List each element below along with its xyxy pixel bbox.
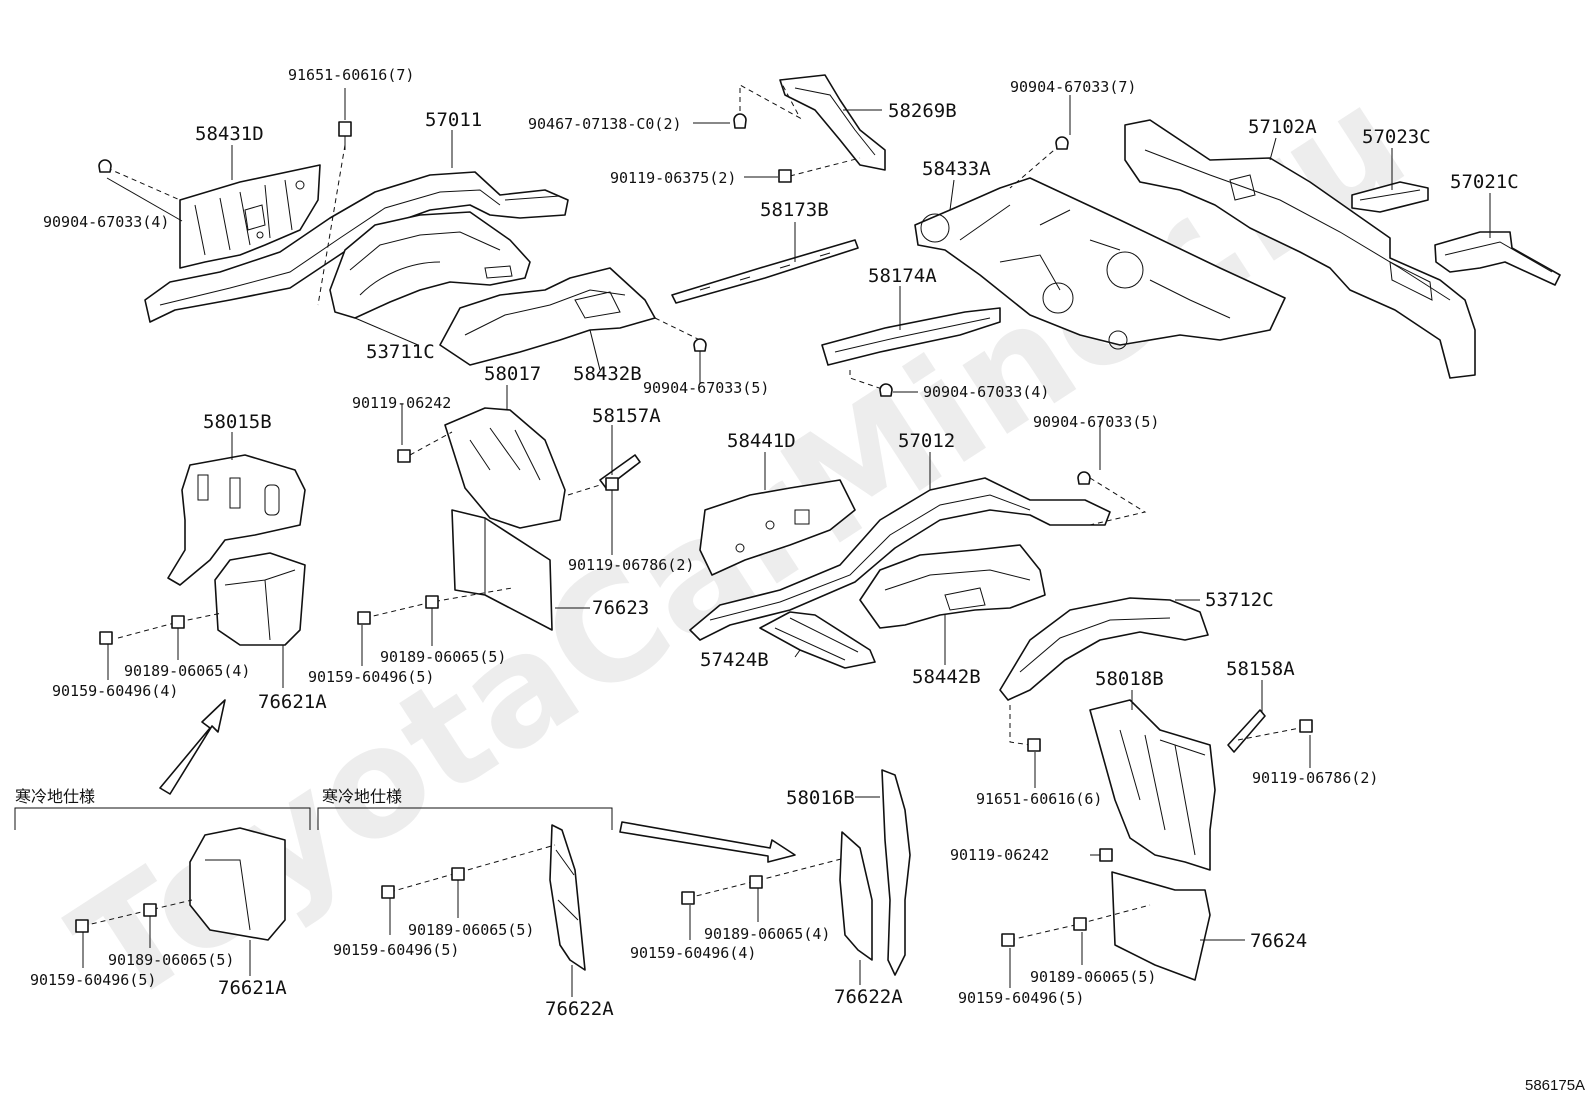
arrow-icon	[159, 699, 796, 863]
part-label-76622A-right: 76622A	[834, 986, 903, 1008]
part-label-57424B: 57424B	[700, 649, 769, 671]
part-label-58442B: 58442B	[912, 666, 981, 688]
part-label-90159-60496-5b: 90159-60496(5)	[333, 941, 459, 959]
part-58173B-drawing	[671, 239, 859, 304]
part-53711C-drawing	[329, 211, 531, 319]
part-label-90159-60496-4a: 90159-60496(4)	[52, 682, 178, 700]
part-label-90159-60496-5d: 90159-60496(5)	[958, 989, 1084, 1007]
part-label-90119-06786-2a: 90119-06786(2)	[568, 556, 694, 574]
part-53712C-drawing	[999, 597, 1209, 701]
part-label-76623: 76623	[592, 597, 649, 619]
part-label-90904-67033-5a: 90904-67033(5)	[643, 379, 769, 397]
part-76622A-left-drawing	[549, 824, 586, 971]
clip-icon	[98, 113, 1091, 485]
part-label-90467: 90467-07138-C0(2)	[528, 115, 682, 133]
part-label-58174A: 58174A	[868, 265, 937, 287]
part-label-90189-06065-5a: 90189-06065(5)	[380, 648, 506, 666]
part-label-58015B: 58015B	[203, 411, 272, 433]
part-label-57011: 57011	[425, 109, 482, 131]
part-label-90159-60496-5c: 90159-60496(5)	[30, 971, 156, 989]
part-label-90189-06065-5b: 90189-06065(5)	[408, 921, 534, 939]
part-label-90159-60496-5a: 90159-60496(5)	[308, 668, 434, 686]
part-58018B-drawing	[1089, 699, 1216, 871]
part-label-90119-06242b: 90119-06242	[950, 846, 1049, 864]
part-label-90189-06065-4a: 90189-06065(4)	[124, 662, 250, 680]
part-label-90159-60496-4b: 90159-60496(4)	[630, 944, 756, 962]
part-label-57023C: 57023C	[1362, 126, 1431, 148]
part-58433A-drawing	[914, 177, 1286, 350]
part-label-76621A-top: 76621A	[258, 691, 327, 713]
part-58016B-drawing	[881, 769, 911, 976]
part-label-53712C: 53712C	[1205, 589, 1274, 611]
part-label-90904-67033-5b: 90904-67033(5)	[1033, 413, 1159, 431]
part-58015B-drawing	[167, 454, 306, 586]
part-58017-drawing	[444, 407, 566, 529]
part-label-58018B: 58018B	[1095, 668, 1164, 690]
part-label-90904-67033-7: 90904-67033(7)	[1010, 78, 1136, 96]
part-label-58157A: 58157A	[592, 405, 661, 427]
part-label-58017: 58017	[484, 363, 541, 385]
part-label-58441D: 58441D	[727, 430, 796, 452]
part-58269B-drawing	[779, 74, 886, 171]
part-label-58431D: 58431D	[195, 123, 264, 145]
part-label-90189-06065-5c: 90189-06065(5)	[108, 951, 234, 969]
part-58441D-drawing	[699, 479, 856, 576]
part-label-90189-06065-4b: 90189-06065(4)	[704, 925, 830, 943]
part-76621A-top-drawing	[214, 552, 306, 646]
part-label-90189-06065-5d: 90189-06065(5)	[1030, 968, 1156, 986]
group-bracket-mid	[317, 807, 613, 830]
part-57011-drawing	[144, 171, 569, 323]
part-label-58269B: 58269B	[888, 100, 957, 122]
part-58174A-drawing	[821, 307, 1001, 366]
part-57023C-drawing	[1351, 181, 1429, 213]
part-label-57021C: 57021C	[1450, 171, 1519, 193]
part-label-90904-67033-4b: 90904-67033(4)	[923, 383, 1049, 401]
group-label-mid: 寒冷地仕様	[322, 787, 402, 806]
part-76624-drawing	[1111, 871, 1211, 981]
part-label-91651-60616-7: 91651-60616(7)	[288, 66, 414, 84]
part-label-90119-06786-2b: 90119-06786(2)	[1252, 769, 1378, 787]
part-label-58016B: 58016B	[786, 787, 855, 809]
part-57012-drawing	[689, 477, 1111, 641]
part-label-58158A: 58158A	[1226, 658, 1295, 680]
part-label-90119-06242a: 90119-06242	[352, 394, 451, 412]
part-label-76622A-left: 76622A	[545, 998, 614, 1020]
part-57021C-drawing	[1434, 231, 1561, 286]
part-label-58433A: 58433A	[922, 158, 991, 180]
diagram-id: 586175A	[1525, 1077, 1585, 1094]
part-57424B-drawing	[759, 611, 876, 669]
part-58431D-drawing	[179, 164, 321, 269]
part-label-53711C: 53711C	[366, 341, 435, 363]
part-76621A-bottom-drawing	[189, 827, 286, 941]
part-58432B-drawing	[439, 267, 656, 366]
part-label-58432B: 58432B	[573, 363, 642, 385]
bolt-icon	[75, 121, 1313, 947]
part-label-76624: 76624	[1250, 930, 1307, 952]
part-76622A-right-drawing	[839, 831, 873, 961]
part-76623-drawing	[451, 509, 553, 631]
part-label-76621A-bottom: 76621A	[218, 977, 287, 999]
part-label-91651-60616-6: 91651-60616(6)	[976, 790, 1102, 808]
part-58442B-drawing	[859, 544, 1046, 629]
group-bracket-left	[14, 807, 311, 830]
part-label-90119-06375: 90119-06375(2)	[610, 169, 736, 187]
part-57102A-drawing	[1124, 119, 1476, 379]
group-label-left: 寒冷地仕様	[15, 787, 95, 806]
part-58158A-drawing	[1227, 709, 1266, 753]
part-label-57102A: 57102A	[1248, 116, 1317, 138]
part-label-58173B: 58173B	[760, 199, 829, 221]
part-label-90904-67033-4a: 90904-67033(4)	[43, 213, 169, 231]
part-label-57012: 57012	[898, 430, 955, 452]
